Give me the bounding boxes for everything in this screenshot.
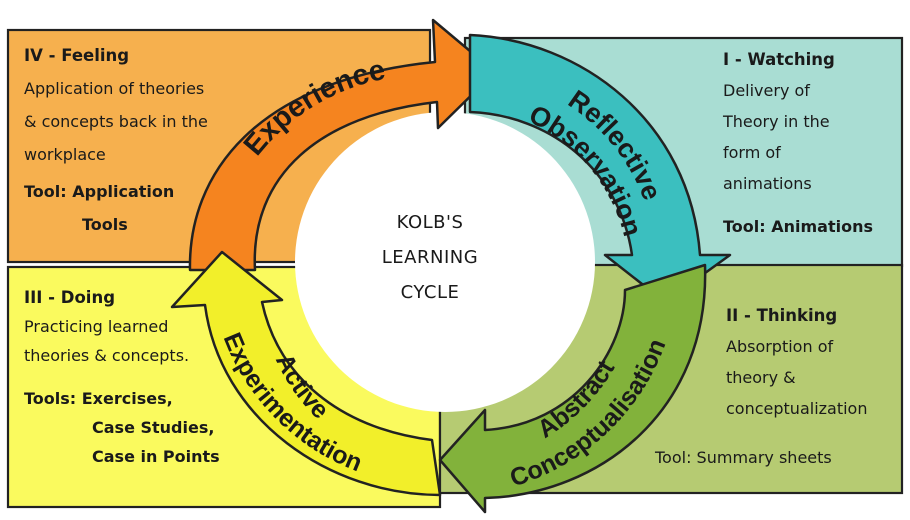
title-line: CYCLE <box>400 282 460 303</box>
quadrant-thinking-line: conceptualization <box>726 399 868 418</box>
quadrant-doing-tool-cont: Case in Points <box>92 447 220 466</box>
quadrant-watching-tool: Tool: Animations <box>723 217 873 236</box>
diagram-title: KOLB'S LEARNING CYCLE <box>360 205 500 310</box>
quadrant-doing-heading: III - Doing <box>24 288 115 307</box>
quadrant-thinking-line: theory & <box>726 368 796 387</box>
quadrant-feeling-heading: IV - Feeling <box>24 46 130 65</box>
quadrant-thinking-line: Absorption of <box>726 337 834 356</box>
quadrant-watching-line: Theory in the <box>723 112 830 131</box>
quadrant-feeling: IV - Feeling Application of theories & c… <box>24 39 264 241</box>
arrow-experience <box>188 18 497 272</box>
quadrant-feeling-tool-cont: Tools <box>82 215 128 234</box>
quadrant-watching-line: form of <box>723 143 781 162</box>
quadrant-doing: III - Doing Practicing learned theories … <box>24 283 244 471</box>
quadrant-watching-line: animations <box>723 174 812 193</box>
quadrant-thinking-tool: Tool: Summary sheets <box>655 448 832 467</box>
quadrant-thinking-heading: II - Thinking <box>726 306 838 325</box>
quadrant-doing-tool-cont: Case Studies, <box>92 418 215 437</box>
arrow-abstract-conceptualisation <box>438 263 707 514</box>
quadrant-doing-line: theories & concepts. <box>24 346 190 365</box>
center-circle <box>295 112 595 412</box>
quadrant-feeling-line: & concepts back in the <box>24 112 208 131</box>
quadrant-watching-heading: I - Watching <box>723 50 835 69</box>
quadrant-watching-line: Delivery of <box>723 81 810 100</box>
quadrant-feeling-tool: Tool: Application <box>24 182 175 201</box>
quadrant-feeling-line: workplace <box>24 145 106 164</box>
quadrant-feeling-line: Application of theories <box>24 79 205 98</box>
quadrant-thinking: II - Thinking Absorption of theory & con… <box>726 300 901 424</box>
arrow-reflective-observation <box>468 33 732 304</box>
quadrant-watching: I - Watching Delivery of Theory in the f… <box>723 44 898 242</box>
title-line: KOLB'S <box>396 212 464 233</box>
title-line: LEARNING <box>381 247 479 268</box>
arrow-active-experimentation <box>170 250 442 497</box>
quadrant-doing-line: Practicing learned <box>24 317 169 336</box>
quadrant-doing-tool: Tools: Exercises, <box>24 389 173 408</box>
